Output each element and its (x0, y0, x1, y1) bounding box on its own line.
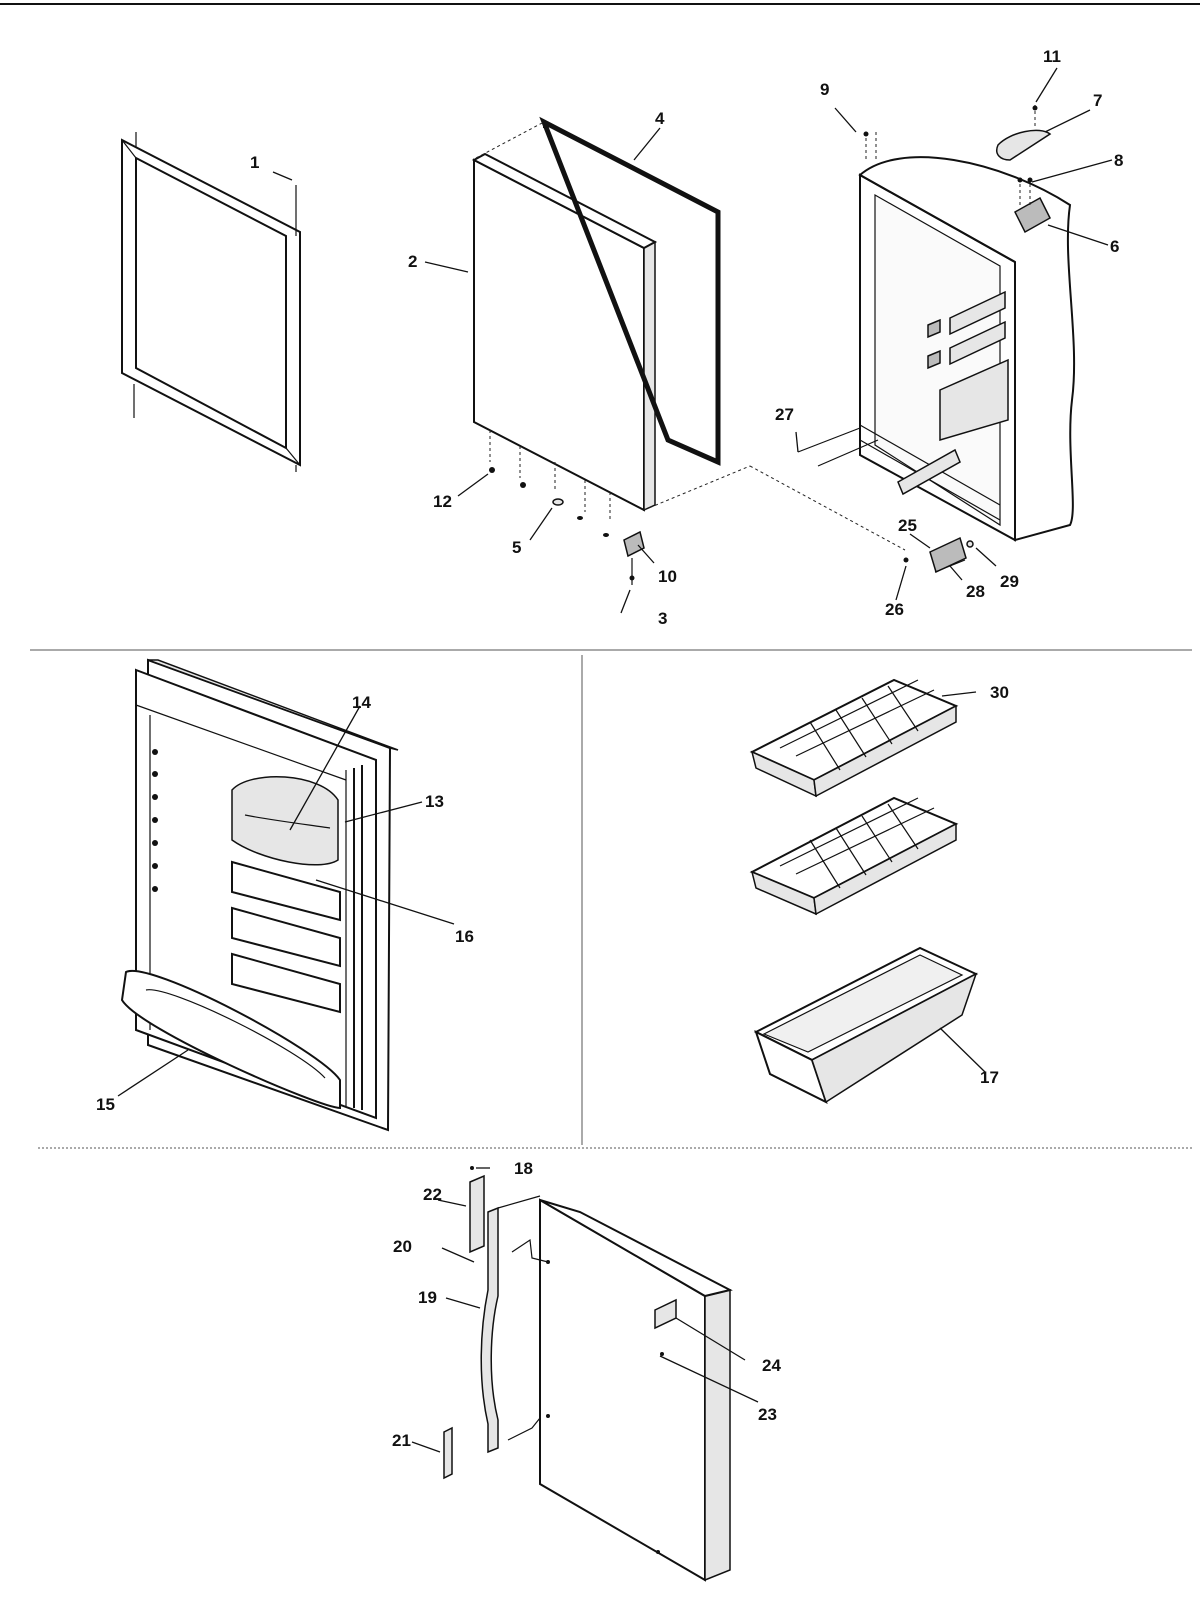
callout-18: 18 (514, 1159, 533, 1178)
callout-2: 2 (408, 252, 417, 271)
ice-tray-lower (749, 796, 959, 916)
callout-17: 17 (980, 1068, 999, 1087)
callout-27: 27 (775, 405, 794, 424)
callout-28: 28 (966, 582, 985, 601)
callout-16: 16 (455, 927, 474, 946)
ice-tray-upper (749, 678, 959, 798)
callout-10: 10 (658, 567, 677, 586)
callout-30: 30 (990, 683, 1009, 702)
callout-15: 15 (96, 1095, 115, 1114)
fresh-food-door (497, 1195, 733, 1582)
bottom-hinge-parts (749, 427, 974, 574)
callout-20: 20 (393, 1237, 412, 1256)
refrigerator-cabinet (858, 156, 1076, 542)
top-hinge-parts (863, 105, 1052, 234)
door-handle (443, 1166, 499, 1480)
callout-leaders (117, 67, 1113, 1453)
callout-14: 14 (352, 693, 371, 712)
callout-25: 25 (898, 516, 917, 535)
callout-23: 23 (758, 1405, 777, 1424)
callout-1: 1 (250, 153, 259, 172)
callout-22: 22 (423, 1185, 442, 1204)
callout-26: 26 (885, 600, 904, 619)
callout-9: 9 (820, 80, 829, 99)
door-gasket (475, 116, 751, 511)
callout-12: 12 (433, 492, 452, 511)
callout-3: 3 (658, 609, 667, 628)
callout-21: 21 (392, 1431, 411, 1450)
callout-19: 19 (418, 1288, 437, 1307)
door-inner-liner (120, 658, 399, 1132)
door-bottom-fasteners (489, 467, 645, 585)
callout-29: 29 (1000, 572, 1019, 591)
door-trim-frame (121, 132, 301, 472)
callout-6: 6 (1110, 237, 1119, 256)
callout-5: 5 (512, 538, 521, 557)
callout-labels: 1 2 3 4 5 6 7 8 9 10 11 12 13 14 15 16 1… (96, 47, 1123, 1450)
ice-storage-bin (753, 946, 979, 1104)
callout-8: 8 (1114, 151, 1123, 170)
callout-7: 7 (1093, 91, 1102, 110)
callout-11: 11 (1043, 47, 1061, 66)
callout-24: 24 (762, 1356, 781, 1375)
callout-4: 4 (655, 109, 665, 128)
callout-13: 13 (425, 792, 444, 811)
